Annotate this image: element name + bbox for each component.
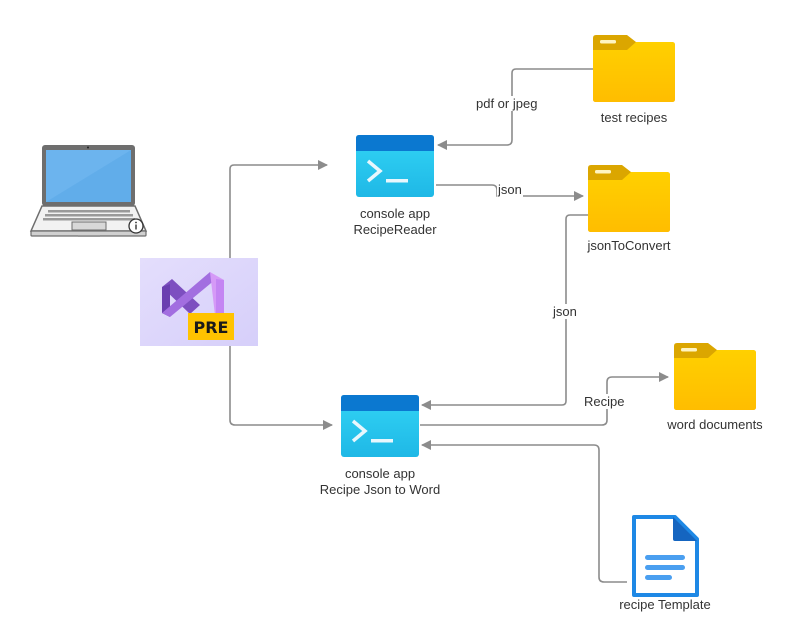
test-recipes-label: test recipes [600, 110, 668, 125]
word-documents-folder[interactable] [674, 343, 756, 410]
jsontoword-label-line2: Recipe Json to Word [319, 482, 441, 497]
folder-icon [674, 343, 756, 410]
edge-template-to-jsontoword[interactable] [421, 440, 627, 583]
jsontoword-label: console app Recipe Json to Word [310, 466, 450, 498]
test-recipes-folder[interactable] [593, 35, 675, 102]
recipereader-label-line2: RecipeReader [353, 222, 437, 237]
jsontoconvert-folder[interactable] [588, 165, 670, 232]
recipe-template-document[interactable] [631, 515, 699, 597]
laptop-icon [29, 145, 148, 237]
jsontoword-label-line1: console app [344, 466, 416, 481]
edge-label-recipe: Recipe [583, 394, 626, 409]
console-app-icon [356, 135, 434, 197]
folder-icon [593, 35, 675, 102]
edge-label-pdf-or-jpeg: pdf or jpeg [475, 96, 539, 111]
recipereader-label-line1: console app [359, 206, 431, 221]
pre-badge-text: PRE [194, 318, 229, 337]
word-documents-label: word documents [667, 417, 763, 432]
visual-studio-preview-icon: PRE [140, 258, 258, 346]
edge-label-json-2: json [552, 304, 578, 319]
edge-label-json-1: json [497, 182, 523, 197]
folder-icon [588, 165, 670, 232]
edge-vs-to-recipereader[interactable] [229, 160, 328, 258]
recipereader-label: console app RecipeReader [335, 206, 455, 238]
edge-vs-to-jsontoword[interactable] [229, 346, 333, 430]
visual-studio-preview-node[interactable]: PRE [140, 258, 258, 346]
edge-recipereader-to-jsontoconvert[interactable] [436, 184, 584, 201]
recipe-template-label: recipe Template [619, 597, 711, 612]
recipereader-node[interactable] [356, 135, 434, 197]
edge-jsontoword-to-worddocuments[interactable] [420, 372, 669, 426]
jsontoword-node[interactable] [341, 395, 419, 457]
laptop-node[interactable] [28, 143, 150, 239]
jsontoconvert-label: jsonToConvert [587, 238, 671, 253]
document-icon [632, 515, 699, 597]
console-app-icon [341, 395, 419, 457]
